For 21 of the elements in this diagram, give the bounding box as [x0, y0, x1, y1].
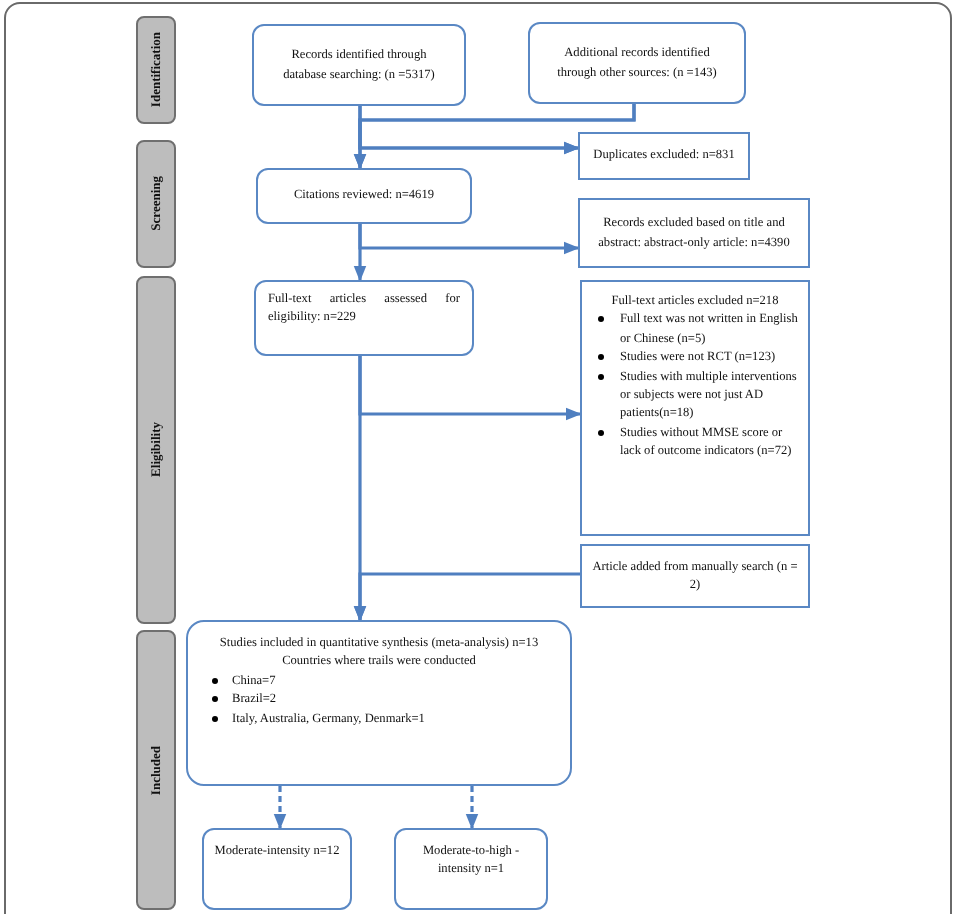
process-box [394, 828, 548, 910]
process-box [186, 620, 572, 786]
stage-bar [136, 276, 176, 624]
arrow [353, 572, 580, 622]
process-box [578, 132, 750, 180]
process-box [580, 280, 810, 536]
stage-bar [136, 16, 176, 124]
process-box [528, 22, 746, 104]
arrow [358, 356, 582, 421]
process-box [254, 280, 474, 356]
arrow [465, 786, 479, 830]
stage-bar [136, 630, 176, 910]
stage-bar [136, 140, 176, 268]
arrow [358, 104, 636, 155]
process-box [256, 168, 472, 224]
arrow [273, 786, 287, 830]
process-box [580, 544, 810, 608]
process-box [202, 828, 352, 910]
arrow [358, 224, 580, 255]
process-box [578, 198, 810, 268]
process-box [252, 24, 466, 106]
